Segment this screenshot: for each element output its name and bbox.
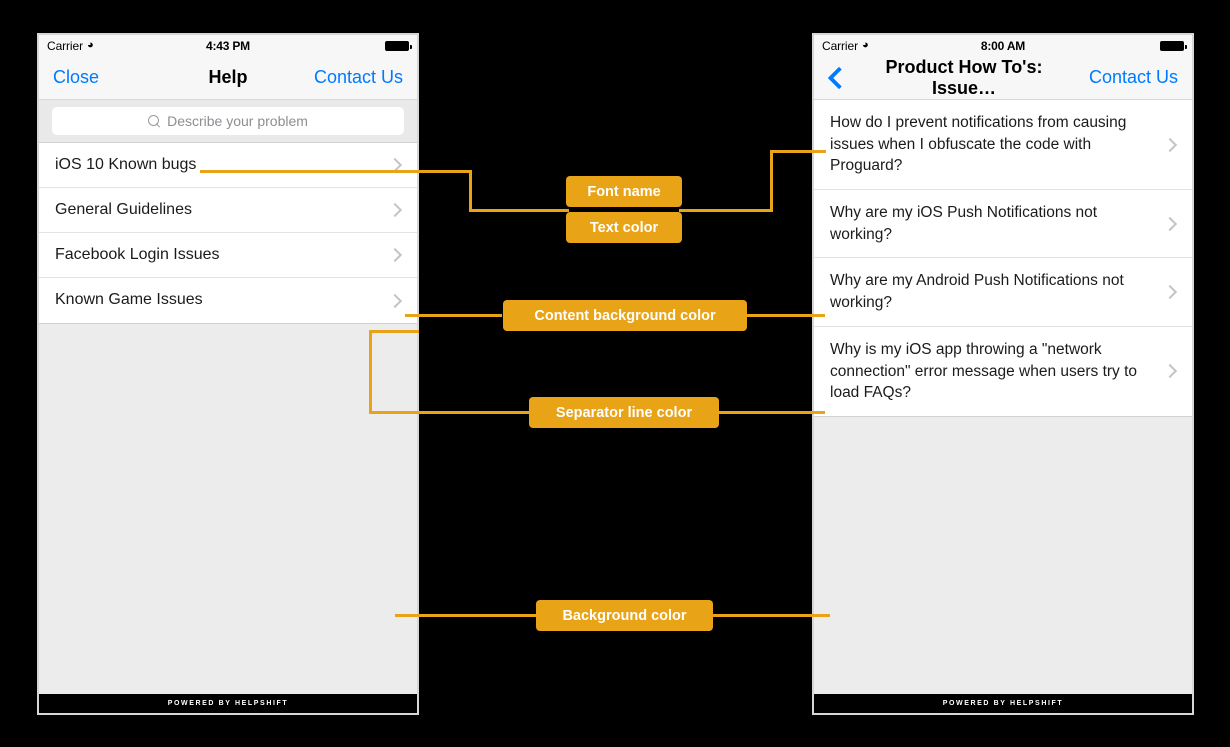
empty-background-area (39, 324, 417, 694)
list-item-label: Why is my iOS app throwing a "network co… (830, 340, 1138, 402)
status-right-group (1160, 40, 1187, 51)
search-placeholder: Describe your problem (167, 113, 308, 129)
list-item[interactable]: Why are my Android Push Notifications no… (814, 258, 1192, 327)
list-item[interactable]: Facebook Login Issues (39, 233, 417, 278)
list-item-label: Why are my iOS Push Notifications not wo… (830, 204, 1098, 243)
powered-by-footer: POWERED BY HELPSHIFT (814, 694, 1192, 713)
list-item[interactable]: General Guidelines (39, 188, 417, 233)
list-item[interactable]: Why are my iOS Push Notifications not wo… (814, 190, 1192, 259)
annotation-background-color: Background color (536, 600, 713, 631)
content-area-right: How do I prevent notifications from caus… (814, 100, 1192, 694)
list-item[interactable]: How do I prevent notifications from caus… (814, 100, 1192, 191)
list-item-label: Facebook Login Issues (55, 245, 220, 263)
chevron-right-icon (389, 159, 401, 171)
empty-background-area (814, 416, 1192, 694)
content-area-left: iOS 10 Known bugs General Guidelines Fac… (39, 143, 417, 694)
connector-font-name-left-c (469, 209, 569, 212)
chevron-right-icon (1164, 286, 1176, 298)
chevron-right-icon (1164, 218, 1176, 230)
list-item-label: Known Game Issues (55, 291, 203, 309)
carrier-label: Carrier (47, 38, 83, 53)
list-item[interactable]: Known Game Issues (39, 278, 417, 323)
battery-full-icon (1160, 40, 1187, 51)
connector-font-name-right-b (770, 150, 773, 212)
chevron-right-icon (389, 249, 401, 261)
list-item-label: iOS 10 Known bugs (55, 155, 197, 173)
connector-separator-right (719, 411, 825, 414)
status-bar-left: Carrier ◕ 4:43 PM (39, 35, 417, 56)
annotation-separator-line-color: Separator line color (529, 397, 719, 428)
connector-content-bg-left (405, 314, 502, 317)
list-item[interactable]: Why is my iOS app throwing a "network co… (814, 326, 1192, 416)
annotation-font-name: Font name (566, 176, 682, 207)
page-title: Product How To's: Issue… (885, 56, 1043, 98)
search-icon (148, 114, 161, 128)
connector-font-name-right-a (679, 209, 773, 212)
list-item-label: Why are my Android Push Notifications no… (830, 272, 1124, 312)
connector-font-name-left-b (469, 170, 472, 212)
status-left-group: Carrier ◕ (47, 39, 94, 53)
status-time: 4:43 PM (206, 38, 250, 53)
status-time: 8:00 AM (980, 38, 1026, 53)
faq-list: How do I prevent notifications from caus… (814, 100, 1192, 417)
status-bar-right: Carrier ◕ 8:00 AM (814, 35, 1192, 56)
phone-right: Carrier ◕ 8:00 AM Product How To's: Issu… (812, 33, 1194, 715)
chevron-right-icon (1164, 139, 1176, 151)
list-item-label: How do I prevent notifications from caus… (830, 114, 1127, 175)
list-item[interactable]: iOS 10 Known bugs (39, 143, 417, 188)
status-right-group (385, 40, 412, 51)
close-button[interactable]: Close (53, 67, 100, 87)
status-left-group: Carrier ◕ (822, 39, 869, 53)
wifi-icon: ◕ (861, 39, 869, 51)
contact-us-button[interactable]: Contact Us (313, 67, 403, 87)
powered-by-footer: POWERED BY HELPSHIFT (39, 694, 417, 713)
list-item-label: General Guidelines (55, 200, 192, 218)
annotation-content-background-color: Content background color (503, 300, 747, 331)
annotation-text-color: Text color (566, 212, 682, 243)
chevron-right-icon (1164, 365, 1176, 377)
nav-bar-left: Close Help Contact Us (39, 56, 417, 100)
search-bar-container: Describe your problem (39, 100, 417, 143)
chevron-right-icon (389, 204, 401, 216)
search-input[interactable]: Describe your problem (52, 107, 404, 135)
nav-bar-right: Product How To's: Issue… Contact Us (814, 56, 1192, 100)
chevron-left-icon[interactable] (828, 65, 844, 91)
battery-full-icon (385, 40, 412, 51)
carrier-label: Carrier (822, 38, 858, 53)
wifi-icon: ◕ (86, 39, 94, 51)
chevron-right-icon (389, 295, 401, 307)
contact-us-button[interactable]: Contact Us (1088, 67, 1178, 87)
phone-left: Carrier ◕ 4:43 PM Close Help Contact Us … (37, 33, 419, 715)
faq-section-list: iOS 10 Known bugs General Guidelines Fac… (39, 143, 417, 324)
